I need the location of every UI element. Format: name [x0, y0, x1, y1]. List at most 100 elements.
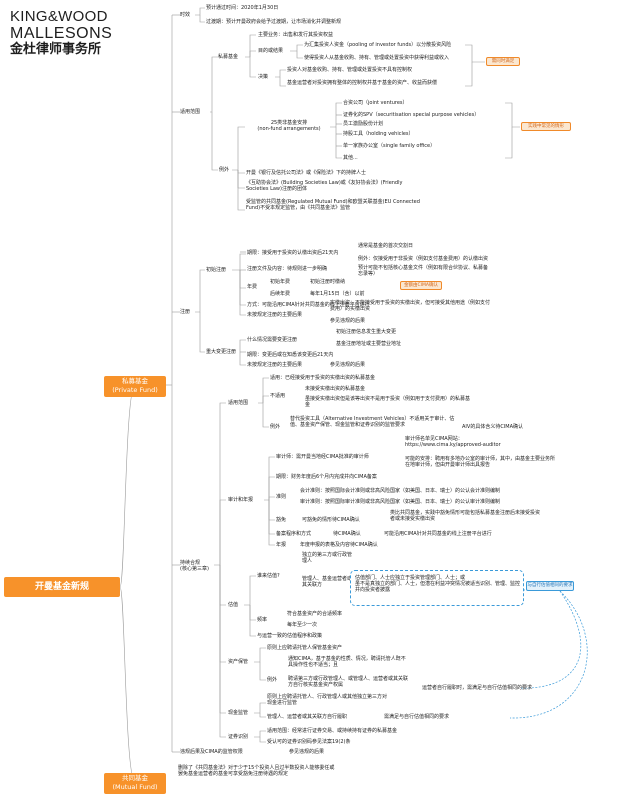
frequency-1: 符合基金资产的合适频率: [287, 611, 343, 617]
initial-registration-label: 初始注册: [206, 267, 227, 273]
reg-method: 方式：可能沿用CIMA针对共同基金的线上注册平台进行: [247, 302, 370, 308]
change-registration-label: 重大变更注册: [206, 349, 237, 355]
exception-3: 《互助协会法》(Building Societies Law)或《友好协会法》(…: [246, 180, 403, 193]
valuation-label: 估值: [228, 602, 239, 608]
brand-line-2: MALLESONS: [10, 25, 113, 42]
not-applicable-label: 不适用: [270, 393, 286, 399]
securities-1: 适用范围：经常进行证券交易、或持续持有证券的私募基金: [267, 728, 398, 734]
timing-label: 时效: [180, 12, 191, 18]
cash-2: 管理人、运营者或其关联方自行履职: [267, 714, 348, 720]
ongoing-exception-label: 例外: [270, 424, 281, 430]
change-2: 基金注册地址或主要营业地址: [336, 341, 402, 347]
valuation-independence-note: 估值部门、人士应独立于投资管理部门、人士；或 虽不是真独立的部门、人士，但潜在利…: [355, 575, 521, 594]
change-1: 初始注册信息发生重大变更: [336, 329, 397, 335]
cash-1: 原则上应聘请托管人、行政管理人或其他独立第三方对现金进行监管: [267, 694, 388, 707]
timing-effective: 预计通过时间：2020年1月30日: [206, 5, 279, 11]
ongoing-applies: 适用：已经接受用于投资的实缴出资的私募基金: [270, 375, 376, 381]
registration-label: 注册: [180, 309, 191, 315]
violation-label: 违规后果及CIMA的监管权限: [180, 749, 243, 755]
nf-item-5: 单一家族办公室（single family office）: [343, 143, 436, 149]
standards-label: 准则: [276, 494, 287, 500]
ongoing-scope-label: 适用范围: [228, 400, 249, 406]
nf-item-3: 员工激励股份计划: [343, 121, 384, 127]
fee-initial-label: 初始年费: [270, 279, 291, 285]
reg-deadline: 期限：接受用于投资的认缴出资后21天内: [247, 250, 339, 256]
custody-1: 原则上应聘请托管人保管基金资产: [267, 645, 343, 651]
goal-2: 使得投资人从基金收购、持有、管理或处置投资中获得利益或收入: [304, 55, 450, 61]
exempt-note: 类比共同基金，实践中豁免情形可能包括私募基金注册后未接受投资者或未接受实缴出资: [390, 510, 541, 523]
reg-docs-note: 预计可能不包括核心基金文件（例如有限合伙协议、私募备忘录等）: [358, 265, 489, 278]
exception-4: 受监管的共同基金(Regulated Mutual Fund)和欧盟关联基金(E…: [246, 199, 420, 212]
mutual-fund-node[interactable]: 共同基金 (Mutual Fund): [104, 773, 166, 794]
ongoing-exception: 替代投资工具（Alternative Investment Vehicles）不…: [290, 416, 455, 429]
annual-report-note: 年度申报的表格及内容待CIMA确认: [300, 542, 378, 548]
auditor-note-1: 审计师名单见CIMA网站：https://www.cima.ky/approve…: [405, 436, 501, 449]
exception-label: 例外: [219, 167, 230, 173]
custody-exception-2: 聘请第三方或行政管理人、或管理人、运营者或其关联方自行核实基金资产权属: [288, 676, 409, 689]
audit-deadline: 期限：财务年度后6个月内完成并向CIMA备案: [276, 474, 377, 480]
nf-item-6: 其他...: [343, 155, 358, 161]
accounting-standard: 会计准则：按照国际会计准则或非高风险国家（如美国、日本、瑞士）的公认会计准则编制: [300, 488, 501, 494]
decision-label: 决策: [258, 74, 269, 80]
tag-common-cases: 实践中常见的情形: [521, 122, 571, 131]
brand-line-3: 金杜律师事务所: [10, 42, 102, 57]
securities-label: 证券识别: [228, 734, 249, 740]
custody-label: 资产保管: [228, 659, 249, 665]
valuation-policy: 与运营一致的估值程序和政策: [257, 633, 323, 639]
non-fund-arrangements: 25类非基金安排 (non-fund arrangements): [257, 120, 321, 133]
who-values-label: 谁来估值?: [257, 573, 280, 579]
reg-consequence-label: 未按规定注册的主要后果: [247, 312, 303, 318]
filing-pending: 待CIMA确认: [333, 531, 361, 537]
fee-initial: 初始注册时缴纳: [310, 279, 346, 285]
filing-procedure: 备案程序和方式: [276, 531, 312, 537]
tag-fee-amount: 金额由CIMA确认: [400, 281, 442, 290]
not-applicable-1: 未接受实缴出资的私募基金: [305, 386, 366, 392]
fee-later-label: 后续年费: [270, 291, 291, 297]
valuer-independent: 独立的第三方或行政管理人: [302, 552, 353, 565]
change-consequence: 未按规定注册的主要后果: [247, 362, 303, 368]
not-applicable-2: 虽接受实缴出资但是该等出资不是用于投资（例如用于支付费用）的私募基金: [305, 396, 471, 409]
nf-item-2: 证券化的SPV（securitisation special purpose v…: [343, 112, 480, 118]
custody-exception-label: 例外: [267, 677, 278, 683]
decision-2: 基金运营者对投资拥有整体的控制权并基于基金的资产、收益而获偿: [287, 80, 438, 86]
cash-2-note: 需满足与自行估值相同的要求: [384, 714, 450, 720]
change-question: 什么情况需要变更注册: [247, 337, 298, 343]
mutual-fund-change: 删除了《共同基金法》对于少于15个投资人且过半数投资人能够委任或罢免基金运营者的…: [178, 765, 335, 778]
custody-exception-1: 通知CIMA，基于基金的性质、情况，聘请托管人既不具操作性也不适当；且: [288, 656, 406, 669]
reg-deadline-a: 通常是基金的首次交割日: [358, 243, 414, 249]
audit-label: 审计和年报: [228, 497, 254, 503]
scope-purpose: 主要业务：出售和发行其投资权益: [258, 32, 334, 38]
exception-2: 开曼《银行及信托公司法》或《保险法》下的持牌人士: [246, 170, 367, 176]
scope-label: 适用范围: [180, 109, 201, 115]
exempt: 可豁免的情形待CIMA确认: [302, 517, 360, 523]
ongoing-exception-note: AIV的具体含义待CIMA确认: [462, 424, 524, 430]
audit-standard: 审计准则：按照国际审计准则或非高风险国家（如美国、日本、瑞士）的公认审计准则编制: [300, 499, 501, 505]
reg-consequence-1: 实缴出资：不能接受用于投资的实缴出资，但可接受其他用途（例如支付费用）的实缴出资: [330, 300, 491, 313]
annual-report-label: 年报: [276, 542, 287, 548]
frequency-label: 频率: [257, 617, 268, 623]
custody-exception-note: 运营者自行履职时，需满足与自行估值相同的要求: [422, 685, 533, 691]
change-deadline: 期限：变更后或在知悉该变更后21天内: [247, 352, 334, 358]
root-node[interactable]: 开曼基金新规: [4, 577, 120, 597]
reg-consequence-2: 参见违规的后果: [330, 318, 366, 324]
change-consequence-note: 参见违规的后果: [330, 362, 366, 368]
brand-logo: KING&WOOD MALLESONS 金杜律师事务所: [10, 9, 180, 58]
valuer-manager: 管理人、基金运营者或其关联方: [302, 576, 353, 589]
nf-item-4: 持股工具（holding vehicles）: [343, 131, 414, 137]
reg-deadline-b: 例外：仅接受用于非投资（例如支付基金费用）的认缴出资: [358, 256, 489, 262]
fee-label: 年费: [247, 284, 258, 290]
cash-label: 现金监管: [228, 710, 249, 716]
auditor-note-2: 可能的安排：聘用有多地办公室的审计师，其中，由基金主要业务所在地审计师，但由开曼…: [405, 456, 556, 469]
securities-2: 受认可的证券识别码参见法案19(2)条: [267, 739, 351, 745]
goal-1: 为汇集投资人资金（pooling of investor funds）以分散投资…: [304, 42, 452, 48]
ongoing-label: 持续合规 (核心第三章): [180, 560, 209, 572]
tag-self-valuation: 与自行估值相同的要求: [526, 581, 574, 591]
filing-platform: 可能沿用CIMA针对共同基金的线上注册平台进行: [384, 531, 492, 537]
auditor: 审计师：需开曼当地经CIMA批准的审计师: [276, 454, 369, 460]
private-fund-node[interactable]: 私募基金 (Private Fund): [104, 376, 166, 397]
brand-line-1: KING&WOOD: [10, 8, 108, 25]
nf-item-1: 合资公司（joint ventures）: [343, 100, 408, 106]
private-fund-def-label: 私募基金: [218, 54, 239, 60]
tag-all-required: 需同时满足: [486, 57, 520, 66]
